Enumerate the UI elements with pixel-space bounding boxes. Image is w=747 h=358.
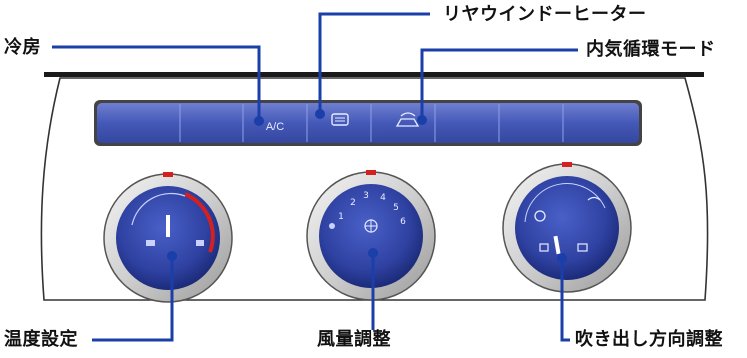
temperature-indicator — [163, 172, 173, 177]
callout-lines — [52, 12, 578, 342]
label-rear-window-heater: リヤウインドーヒーター — [443, 4, 647, 25]
label-fan-speed: 風量調整 — [317, 329, 391, 350]
cold-icon — [146, 240, 155, 246]
temperature-hot-arc — [184, 192, 215, 253]
fan-speed-6: 6 — [400, 217, 406, 227]
hot-icon — [196, 240, 204, 246]
face-vent-icon — [534, 210, 546, 222]
top-bezel — [44, 72, 704, 77]
ac-button[interactable]: A/C — [244, 104, 306, 142]
vent-needle — [553, 235, 561, 255]
button-strip — [94, 100, 642, 146]
label-cooling: 冷房 — [4, 37, 41, 58]
temperature-dial[interactable] — [103, 172, 233, 303]
foot-vent-icon — [539, 243, 549, 252]
fan-indicator — [366, 170, 376, 175]
label-recirculation-mode: 内気循環モード — [586, 39, 716, 60]
recirculation-button[interactable] — [372, 104, 434, 142]
fan-speed-3: 3 — [363, 191, 369, 201]
vent-indicator — [562, 162, 572, 167]
vent-direction-dial[interactable] — [502, 162, 632, 293]
label-temperature-setting: 温度設定 — [4, 329, 78, 350]
fan-speed-1: 1 — [338, 212, 344, 222]
fan-speed-2: 2 — [350, 198, 356, 208]
defrost-icon — [587, 196, 601, 201]
fan-icon — [364, 219, 378, 233]
ac-button-label: A/C — [266, 121, 284, 133]
label-vent-direction: 吹き出し方向調整 — [575, 329, 723, 350]
fan-speed-4: 4 — [380, 193, 386, 203]
fan-speed-dial[interactable]: 1 2 3 4 5 6 — [306, 170, 436, 301]
callout-endpoints — [167, 109, 567, 263]
defrost-foot-icon — [577, 243, 588, 252]
fan-speed-5: 5 — [393, 203, 399, 213]
fan-off-mark — [329, 223, 335, 229]
rear-defogger-icon — [331, 113, 349, 126]
rear-defogger-button[interactable] — [308, 104, 370, 142]
car-recirculation-icon — [395, 112, 420, 127]
temperature-needle — [166, 215, 170, 237]
